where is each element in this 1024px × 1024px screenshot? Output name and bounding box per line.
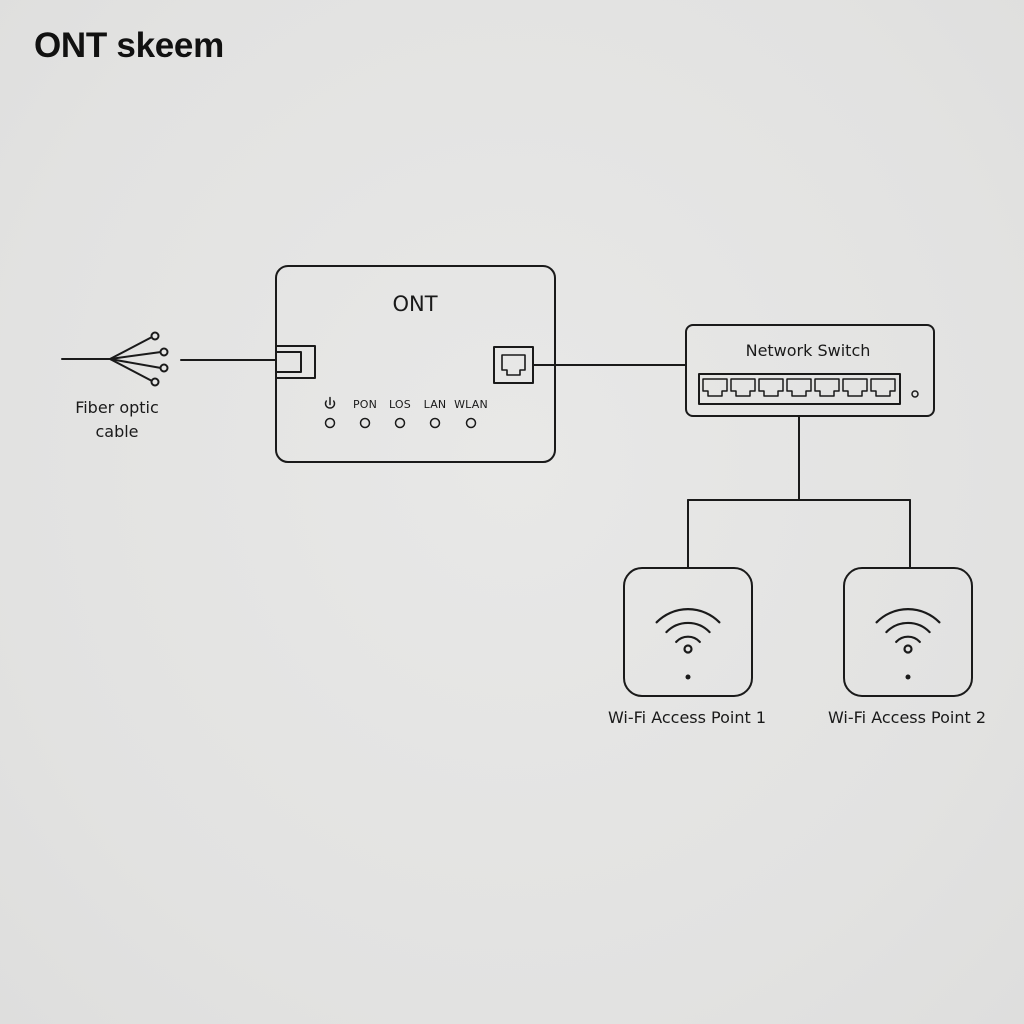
wifi-icon bbox=[655, 608, 721, 654]
fiber-strand bbox=[109, 358, 153, 382]
fiber-strand-end bbox=[159, 347, 169, 357]
led-wlan bbox=[465, 417, 477, 429]
ap-body bbox=[623, 567, 753, 697]
ap-status-led bbox=[905, 674, 911, 680]
access-point-2-label: Wi-Fi Access Point 2 bbox=[827, 708, 987, 727]
led-lan bbox=[429, 417, 441, 429]
fiber-strand-end bbox=[159, 363, 169, 373]
led-los bbox=[394, 417, 406, 429]
switch-port bbox=[870, 378, 896, 397]
fiber-strand-end bbox=[150, 331, 160, 341]
network-switch bbox=[685, 324, 935, 417]
ont-ethernet-port bbox=[493, 346, 534, 384]
led-label-wlan: WLAN bbox=[454, 398, 488, 411]
fiber-label-line2: cable bbox=[95, 422, 139, 441]
power-icon bbox=[324, 396, 336, 409]
led-label-los: LOS bbox=[389, 398, 411, 411]
switch-to-ap-lines bbox=[687, 415, 911, 569]
access-point-1 bbox=[623, 567, 753, 697]
ont-label: ONT bbox=[392, 292, 438, 316]
switch-body bbox=[685, 324, 935, 417]
fiber-strand bbox=[109, 358, 162, 369]
ap-body bbox=[843, 567, 973, 697]
ap-status-led bbox=[685, 674, 691, 680]
switch-port bbox=[786, 378, 812, 397]
fiber-label-line1: Fiber optic bbox=[75, 398, 159, 417]
switch-port bbox=[702, 378, 728, 397]
ont-fiber-port bbox=[275, 345, 316, 379]
switch-port bbox=[814, 378, 840, 397]
fiber-optic-cable bbox=[61, 331, 169, 387]
led-label-lan: LAN bbox=[423, 398, 447, 411]
fiber-strand-end bbox=[150, 377, 160, 387]
access-point-1-label: Wi-Fi Access Point 1 bbox=[607, 708, 767, 727]
fiber-optic-cable-label: Fiber optic cable bbox=[56, 396, 178, 444]
switch-status-led bbox=[911, 390, 919, 398]
network-switch-label: Network Switch bbox=[745, 341, 871, 360]
led-label-pon: PON bbox=[352, 398, 378, 411]
fiber-strand bbox=[109, 336, 153, 360]
page-title: ONT skeem bbox=[34, 26, 224, 65]
led-power bbox=[324, 417, 336, 429]
led-pon bbox=[359, 417, 371, 429]
switch-port bbox=[758, 378, 784, 397]
switch-port bbox=[730, 378, 756, 397]
ont-fiber-port-inner bbox=[275, 351, 302, 373]
switch-port bbox=[842, 378, 868, 397]
switch-port-panel bbox=[698, 373, 901, 405]
access-point-2 bbox=[843, 567, 973, 697]
fiber-strand bbox=[109, 351, 162, 360]
wifi-icon bbox=[875, 608, 941, 654]
switch-ports bbox=[702, 378, 896, 397]
